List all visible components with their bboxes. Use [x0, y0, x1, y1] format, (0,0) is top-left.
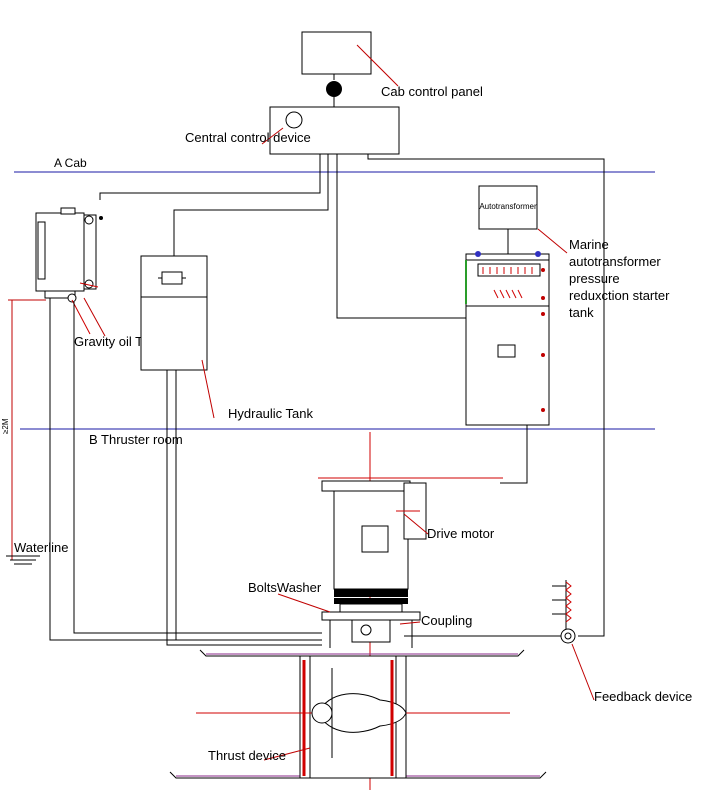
waterline-label: Waterline	[14, 540, 68, 555]
thrust-device-leader	[263, 747, 311, 761]
thrust-device-label: Thrust device	[208, 748, 286, 763]
feedback-device	[404, 580, 576, 644]
feedback-device-leader	[571, 643, 595, 701]
starter-label-line-5: tank	[569, 305, 594, 320]
hydraulic-tank-leader	[201, 359, 215, 419]
coupling-leader	[399, 621, 421, 625]
gravity-oil-tank-leader	[83, 297, 106, 337]
autotransformer-box: Autotransformer	[478, 185, 538, 254]
central-control-device-leader	[261, 127, 284, 145]
connector-knob-icon	[326, 81, 342, 97]
autotransformer-label: Autotransformer	[479, 202, 537, 211]
starter-label-line-2: autotransformer	[569, 254, 661, 269]
starter-leader	[537, 228, 568, 254]
thrust-device	[196, 655, 510, 779]
height-mark-label: ≥2M	[1, 418, 10, 434]
hydraulic-tank-label: Hydraulic Tank	[228, 406, 314, 421]
starter-cabinet	[465, 251, 550, 484]
control-wiring	[99, 154, 605, 637]
cab-control-panel-label: Cab control panel	[381, 84, 483, 99]
bolts-washer-leader	[277, 593, 331, 613]
central-control-device-label: Central control device	[185, 130, 311, 145]
drive-motor-label: Drive motor	[427, 526, 495, 541]
bolts-washer-label: BoltsWasher	[248, 580, 322, 595]
a-cab-label: A Cab	[54, 156, 87, 170]
drive-motor-leader	[403, 513, 429, 535]
cab-control-panel	[301, 31, 372, 107]
starter-label-line-1: Marine	[569, 237, 609, 252]
coupling-assembly	[321, 611, 421, 648]
starter-label-line-3: pressure	[569, 271, 620, 286]
central-control-device	[269, 106, 400, 155]
indicator-lamp-icon	[285, 111, 303, 129]
gravity-oil-tank	[35, 207, 103, 335]
hydraulic-tank	[140, 255, 322, 646]
b-thruster-room-label: B Thruster room	[89, 432, 183, 447]
coupling-label: Coupling	[421, 613, 472, 628]
cab-control-panel-leader	[356, 44, 399, 87]
feedback-device-label: Feedback device	[594, 689, 692, 704]
starter-label-line-4: reduxction starter	[569, 288, 670, 303]
terminal-icon	[475, 251, 481, 257]
height-marker: ≥2M	[1, 299, 46, 560]
terminal-icon	[535, 251, 541, 257]
waterline-symbol	[6, 555, 40, 565]
